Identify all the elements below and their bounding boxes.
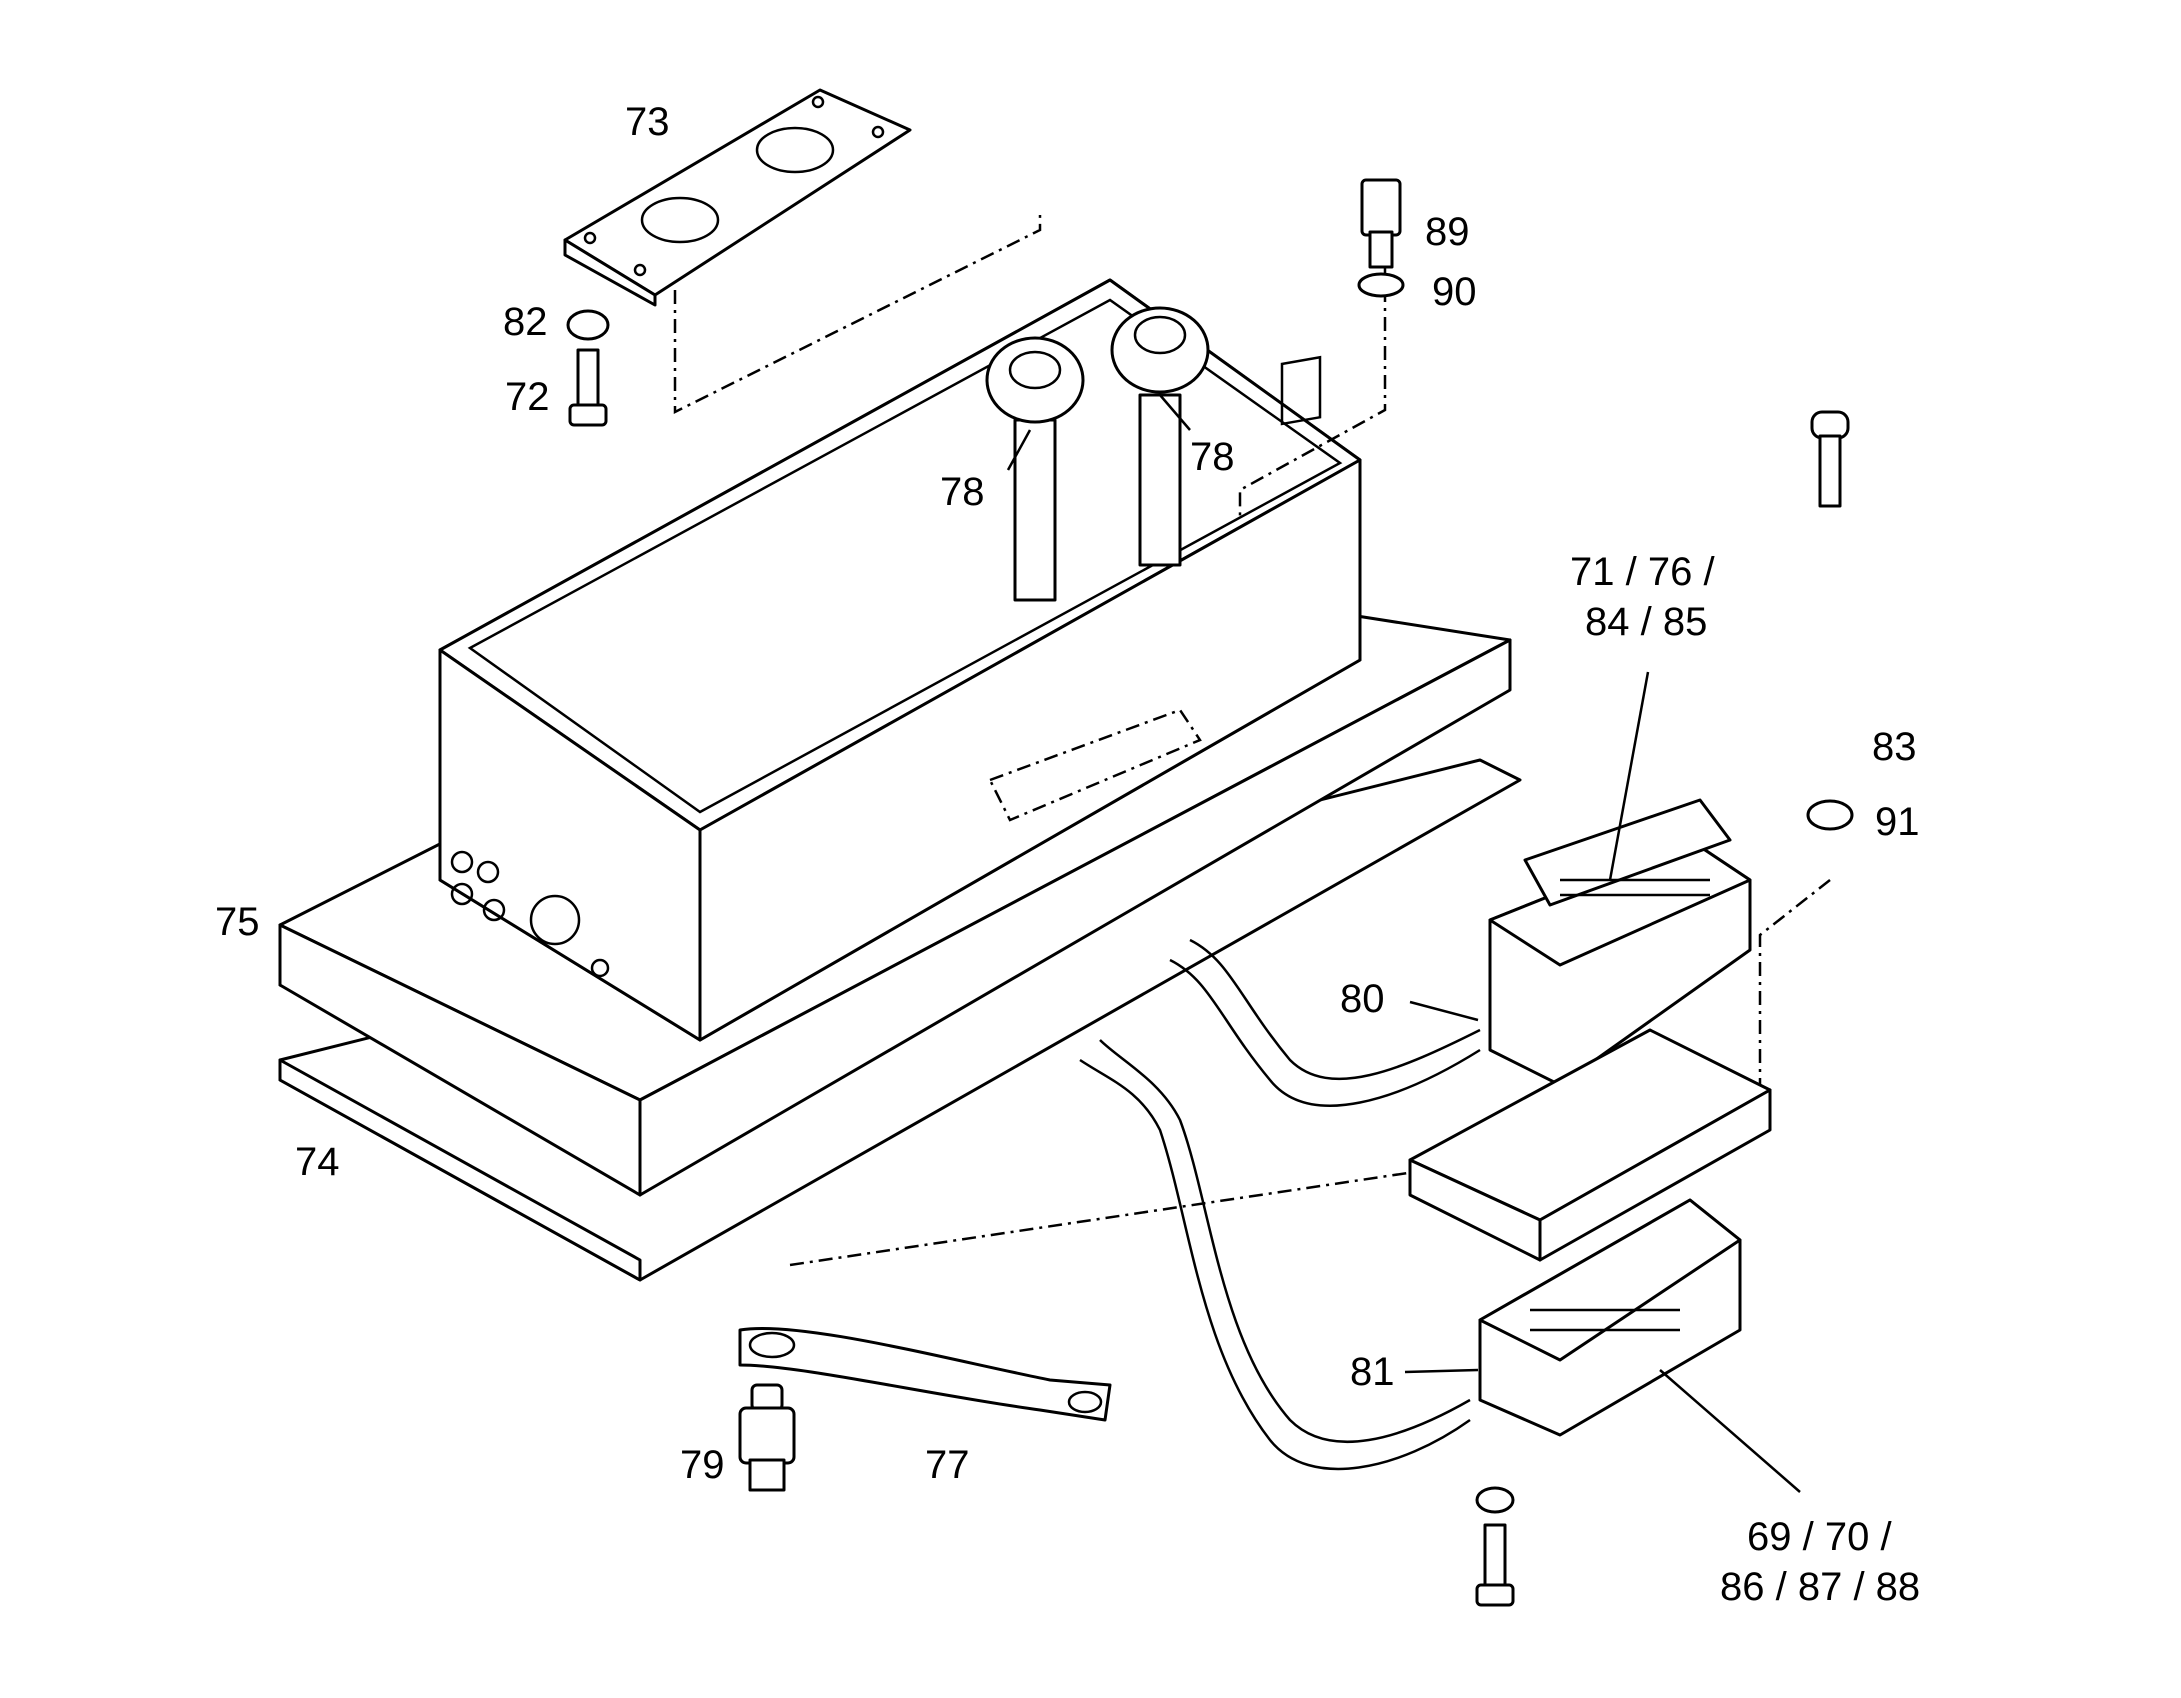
assembly-center-lines <box>673 215 1831 1267</box>
callout-83: 83 <box>1872 725 1917 769</box>
callout-91: 91 <box>1875 800 1920 844</box>
callout-69-70: 69 / 70 / <box>1747 1515 1892 1559</box>
bottom-screw <box>1475 1486 1515 1607</box>
callout-73: 73 <box>625 100 670 144</box>
callout-78-right: 78 <box>1190 435 1235 479</box>
callout-71-76: 71 / 76 / <box>1570 550 1715 594</box>
nut-82 <box>566 309 610 341</box>
callout-80: 80 <box>1340 977 1385 1021</box>
callout-74: 74 <box>295 1140 340 1184</box>
cover-plate-73 <box>563 88 912 307</box>
screw-72 <box>568 348 608 427</box>
bushing-79 <box>738 1383 796 1492</box>
connector-hood-upper <box>1488 798 1752 1087</box>
callout-89: 89 <box>1425 210 1470 254</box>
cables <box>1079 938 1481 1471</box>
callout-72: 72 <box>505 375 550 419</box>
washer-91 <box>1806 799 1854 831</box>
washer-90 <box>1357 272 1405 298</box>
callout-75: 75 <box>215 900 260 944</box>
callout-84-85: 84 / 85 <box>1585 600 1707 644</box>
screw-83 <box>1810 410 1850 508</box>
earth-strap-77 <box>738 1326 1112 1422</box>
cable-gland-78-left <box>985 336 1085 602</box>
callout-82: 82 <box>503 300 548 344</box>
box-side-holes <box>450 850 610 978</box>
callout-labels: 73 82 72 78 78 89 90 71 / 76 / 84 / 85 8… <box>215 100 1920 1609</box>
leader-lines <box>1006 394 1801 1493</box>
callout-78-left: 78 <box>940 470 985 514</box>
callout-79: 79 <box>680 1443 725 1487</box>
callout-86-87-88: 86 / 87 / 88 <box>1720 1565 1920 1609</box>
bolt-89 <box>1360 178 1402 269</box>
callout-77: 77 <box>925 1443 970 1487</box>
callout-90: 90 <box>1432 270 1477 314</box>
enclosure-box <box>438 278 1362 1042</box>
callout-81: 81 <box>1350 1350 1395 1394</box>
connector-housing-lower <box>1478 1198 1742 1437</box>
mounting-block <box>1408 1028 1772 1262</box>
cable-gland-78-right <box>1110 306 1210 567</box>
